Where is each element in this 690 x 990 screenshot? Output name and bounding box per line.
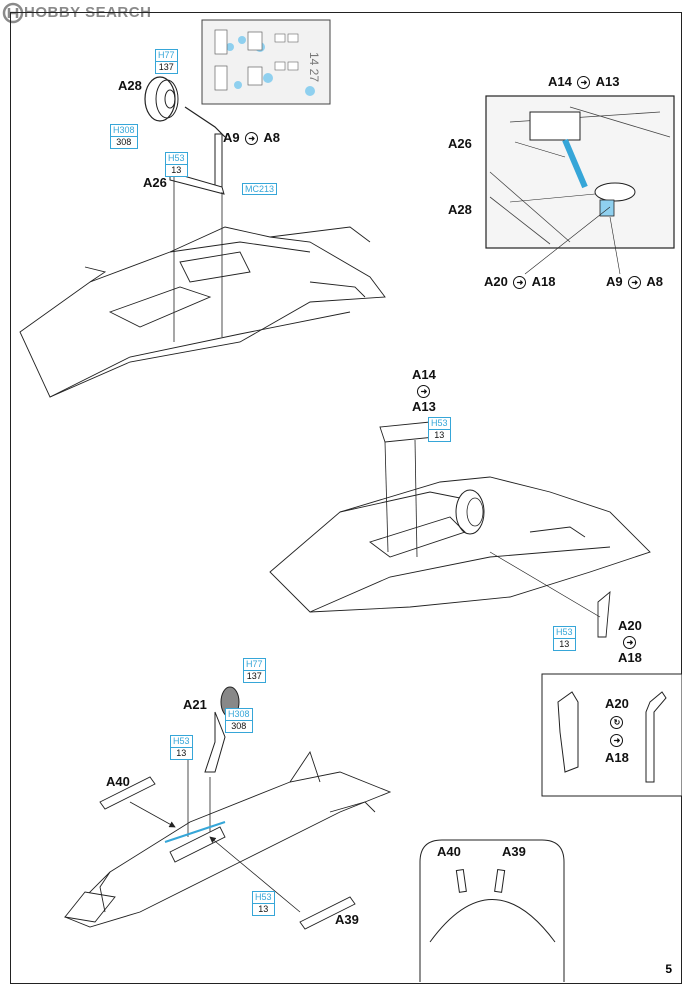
option-arrow-icon: ➜ (610, 734, 624, 748)
part-a20: A20 (484, 274, 508, 289)
strut-detail-inset (485, 95, 675, 275)
part-a9: A9 (223, 130, 240, 145)
label-a26: A26 (143, 175, 167, 190)
label-a14-a13-mid: A14 ➜ A13 (412, 367, 436, 415)
part-a9: A9 (606, 274, 623, 289)
page-number: 5 (665, 962, 672, 976)
label-a39-detail: A39 (502, 844, 526, 859)
label-a40: A40 (106, 774, 130, 789)
label-a39: A39 (335, 912, 359, 927)
label-a40-detail: A40 (437, 844, 461, 859)
main-wheel-top (144, 76, 226, 195)
option-arrow-icon: ➜ (417, 385, 431, 399)
part-a18: A18 (618, 650, 642, 665)
instruction-page: 14 27 (10, 12, 682, 984)
label-a20-a18-mid: A20 ➜ A18 (618, 618, 642, 666)
part-a8: A8 (263, 130, 281, 145)
label-a9-a8: A9 ➜ A8 (223, 130, 281, 146)
assembly-drawing: 14 27 (10, 12, 682, 984)
label-a28-inset: A28 (448, 202, 472, 217)
option-arrow-icon: ➜ (628, 276, 642, 290)
aircraft-nose-3 (64, 686, 392, 930)
label-a21: A21 (183, 697, 207, 712)
option-arrow-icon: ➜ (577, 76, 591, 90)
mask-sheet-number: 14 27 (307, 52, 321, 82)
part-a14: A14 (412, 367, 436, 382)
label-a20-a18-box: A20 ↻ ➜ A18 (605, 695, 629, 767)
part-a14: A14 (548, 74, 572, 89)
option-arrow-icon: ➜ (513, 276, 527, 290)
option-arrow-icon: ➜ (245, 132, 259, 146)
label-a26-inset: A26 (448, 136, 472, 151)
mask-sheet: 14 27 (201, 19, 331, 105)
label-a28: A28 (118, 78, 142, 93)
part-a8: A8 (646, 274, 664, 289)
aircraft-underside-1 (19, 177, 386, 398)
part-a13: A13 (595, 74, 620, 89)
option-arrow-icon: ➜ (623, 636, 637, 650)
aircraft-underside-2 (269, 421, 651, 638)
part-a18: A18 (605, 750, 629, 765)
label-a14-a13-inset: A14 ➜ A13 (548, 74, 620, 90)
rotate-arrow-icon: ↻ (610, 716, 624, 730)
part-a20: A20 (618, 618, 642, 633)
nose-gear-door-detail (419, 839, 565, 982)
metal-paint-code: MC213 (242, 183, 278, 195)
part-a20: A20 (605, 696, 629, 711)
label-a9-a8-inset: A9 ➜ A8 (606, 274, 664, 290)
label-a20-a18-inset: A20 ➜ A18 (484, 274, 556, 290)
part-a13: A13 (412, 399, 436, 414)
part-a18: A18 (531, 274, 556, 289)
